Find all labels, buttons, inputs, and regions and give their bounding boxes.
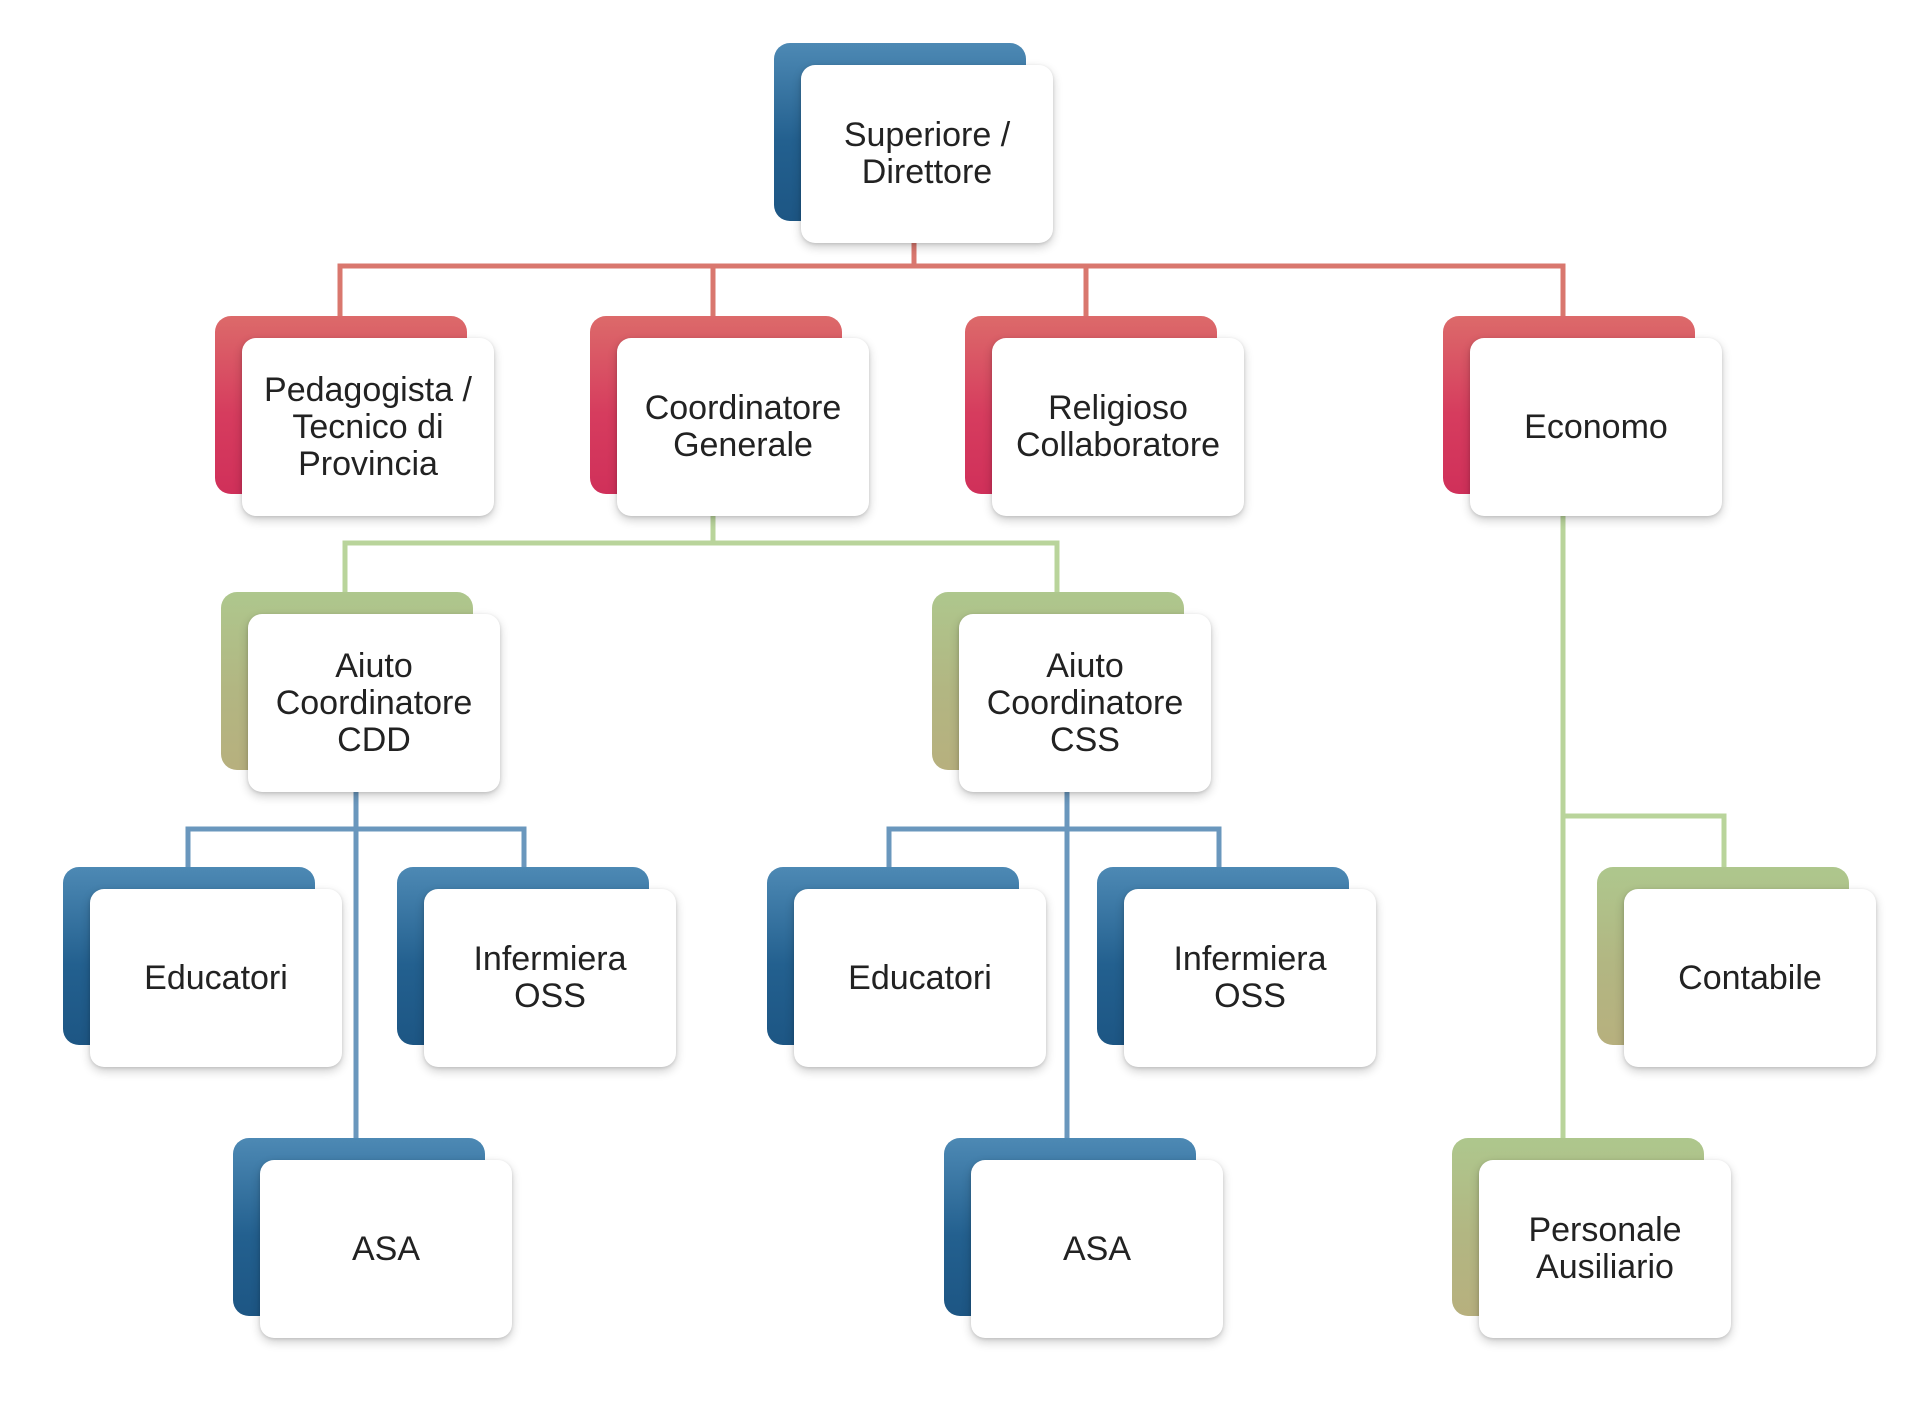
node-label: Educatori	[848, 958, 992, 997]
node-contabile: Contabile	[1597, 867, 1876, 1067]
node-coordinatore-generale: Coordinatore Generale	[590, 316, 869, 516]
node-label: Aiuto Coordinatore CDD	[275, 646, 473, 759]
connector-aiuto-css-staff	[886, 787, 1222, 1141]
node-infermiera-cdd: Infermiera OSS	[397, 867, 676, 1067]
node-superiore: Superiore / Direttore	[774, 43, 1053, 243]
node-label: Superiore / Direttore	[843, 116, 1011, 191]
connector-superiore-children	[337, 240, 1566, 319]
node-aiuto-cdd: Aiuto Coordinatore CDD	[221, 592, 500, 792]
node-label: Personale Ausiliario	[1528, 1211, 1682, 1286]
node-label: Coordinatore Generale	[644, 389, 842, 464]
node-label: ASA	[351, 1229, 421, 1268]
node-label: Economo	[1524, 407, 1668, 446]
node-asa-css: ASA	[944, 1138, 1223, 1338]
node-label: Educatori	[144, 958, 288, 997]
node-personale-ausiliario: Personale Ausiliario	[1452, 1138, 1731, 1338]
node-label: Pedagogista / Tecnico di Provincia	[264, 370, 472, 483]
node-educatori-css: Educatori	[767, 867, 1046, 1067]
node-educatori-cdd: Educatori	[63, 867, 342, 1067]
connector-economo-staff	[1560, 511, 1727, 1141]
node-label: ASA	[1062, 1229, 1132, 1268]
node-label: Religioso Collaboratore	[1015, 389, 1221, 464]
node-infermiera-css: Infermiera OSS	[1097, 867, 1376, 1067]
node-label: Infermiera OSS	[473, 940, 627, 1015]
connector-aiuto-cdd-staff	[185, 787, 527, 1141]
node-asa-cdd: ASA	[233, 1138, 512, 1338]
node-label: Infermiera OSS	[1173, 940, 1327, 1015]
node-label: Contabile	[1678, 958, 1822, 997]
node-economo: Economo	[1443, 316, 1722, 516]
node-label: Aiuto Coordinatore CSS	[986, 646, 1184, 759]
connector-coordinatore-aiuto	[342, 511, 1060, 595]
node-religioso: Religioso Collaboratore	[965, 316, 1244, 516]
node-aiuto-css: Aiuto Coordinatore CSS	[932, 592, 1211, 792]
node-pedagogista: Pedagogista / Tecnico di Provincia	[215, 316, 494, 516]
